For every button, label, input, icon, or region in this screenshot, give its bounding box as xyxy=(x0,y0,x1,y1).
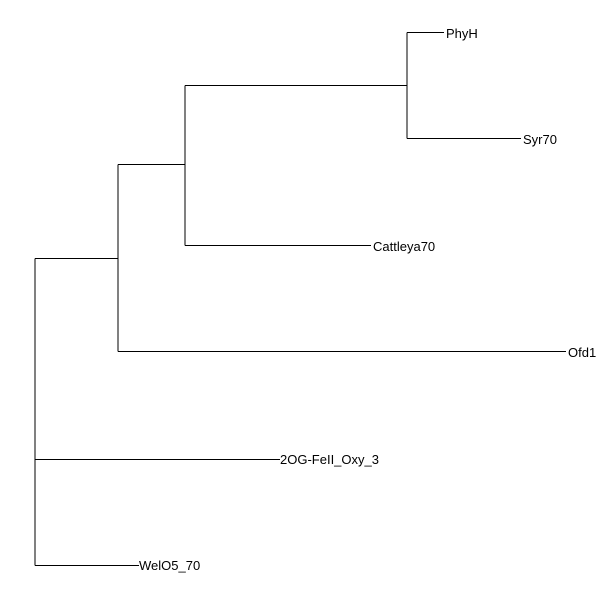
leaf-label-phyh: PhyH xyxy=(446,26,478,41)
leaf-label-syr70: Syr70 xyxy=(523,132,557,147)
leaf-label-cattleya70: Cattleya70 xyxy=(373,239,435,254)
tree-leaf-labels: PhyH Syr70 Cattleya70 Ofd1 2OG-FeII_Oxy_… xyxy=(139,26,596,573)
tree-branches xyxy=(34,32,566,566)
leaf-label-ofd1: Ofd1 xyxy=(568,345,596,360)
leaf-label-welo5-70: WelO5_70 xyxy=(139,558,200,573)
leaf-label-2og-feii-oxy-3: 2OG-FeII_Oxy_3 xyxy=(280,452,379,467)
